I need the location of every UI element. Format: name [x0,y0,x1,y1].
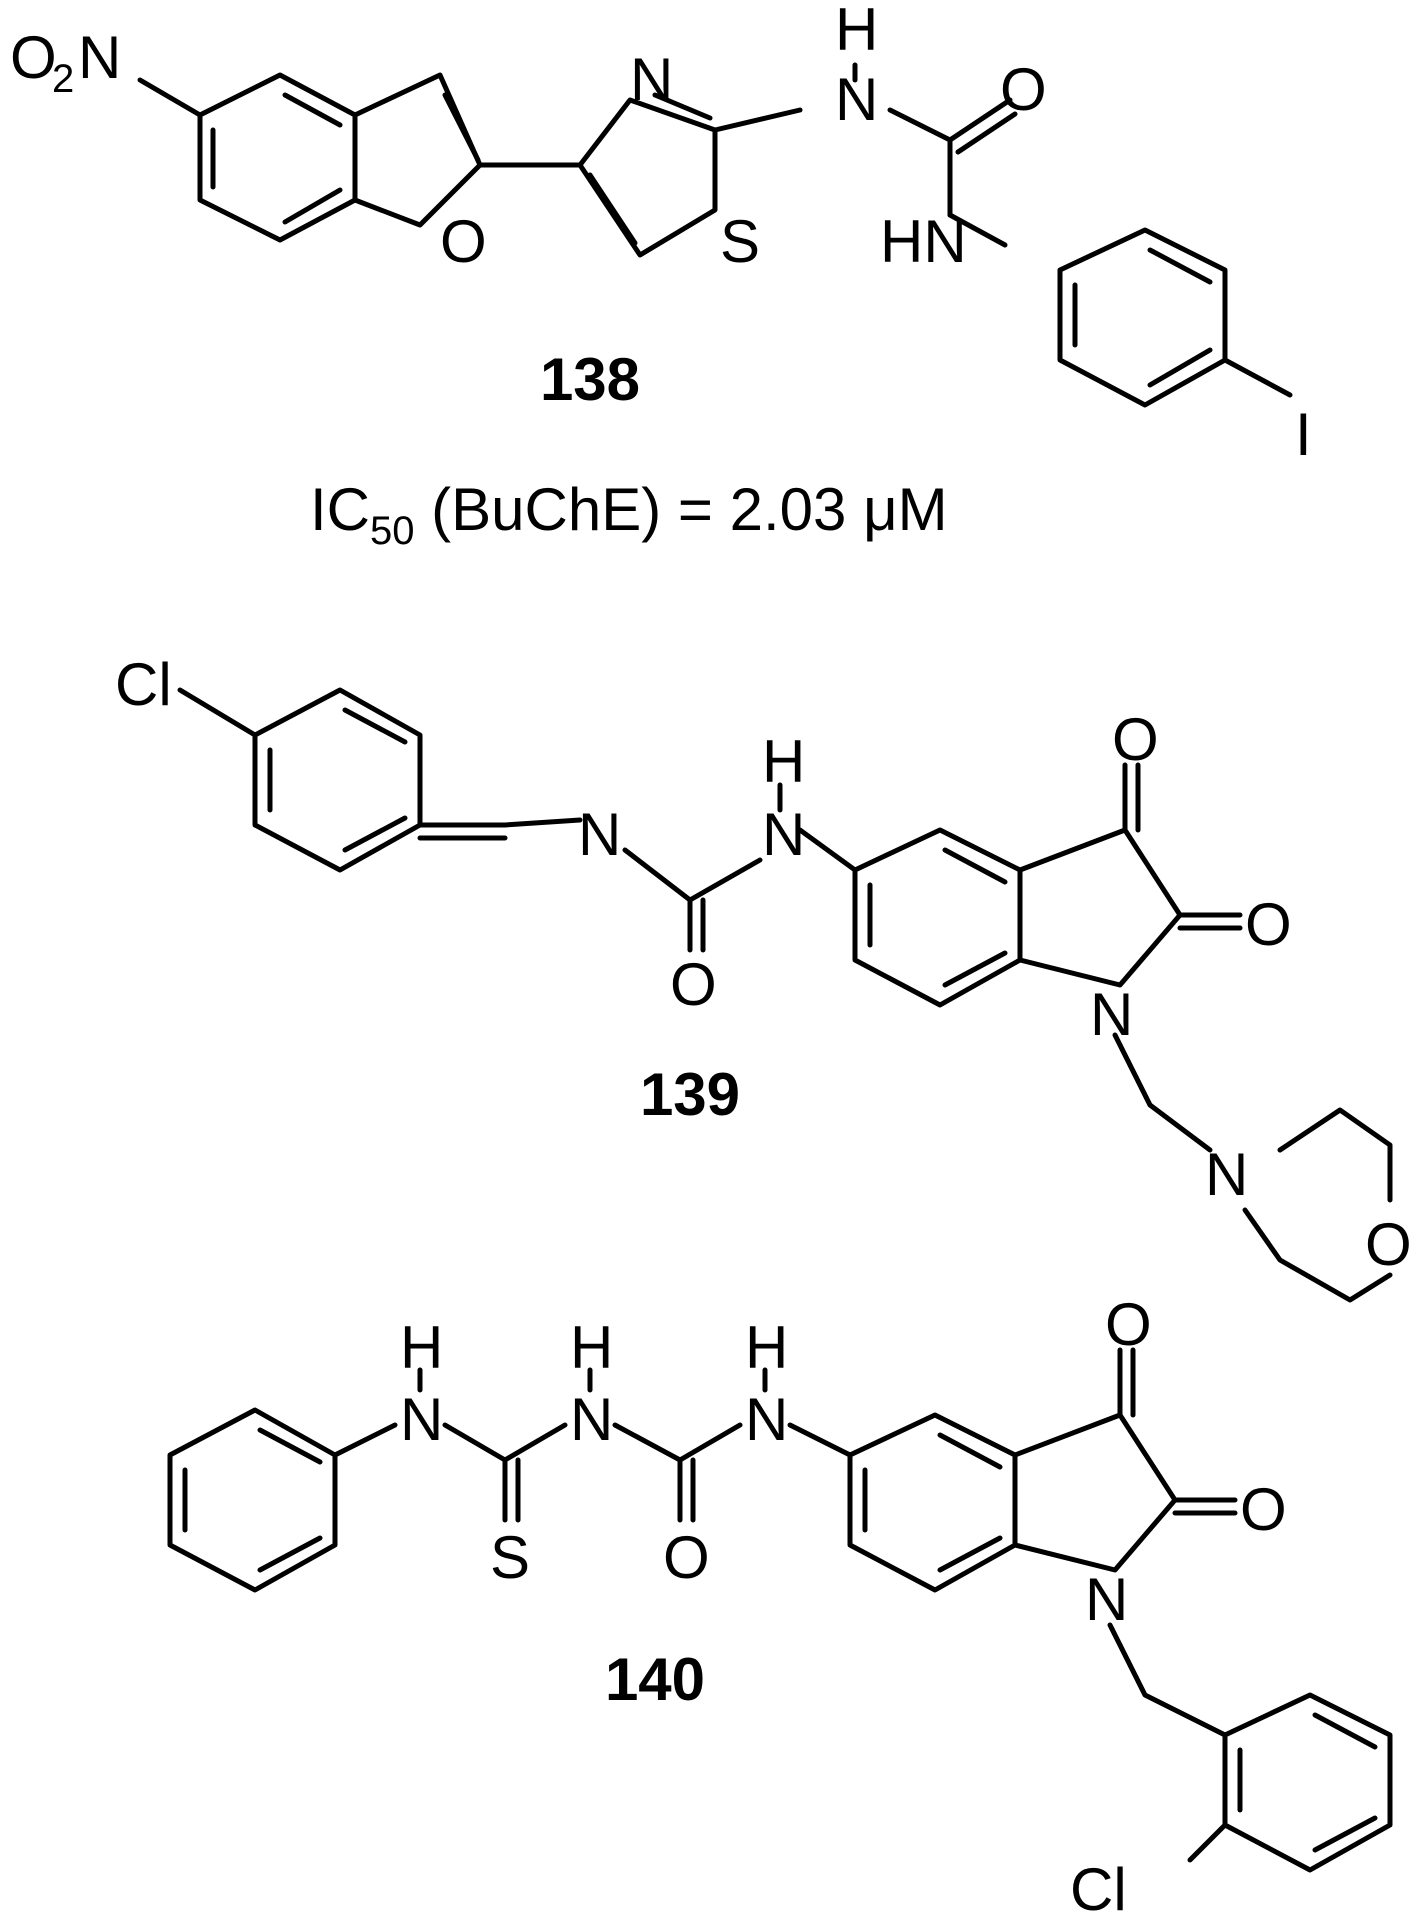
activity-rest: (BuChE) = 2.03 μM [415,476,948,543]
atom-hn2: HN [880,208,967,275]
atom-carbonyl-o: O [670,951,717,1018]
compound-number-139: 139 [640,1061,740,1128]
atom-keto-o1: O [1105,1291,1152,1358]
atom-nh1-h: H [835,0,878,63]
atom-thiazole-s: S [720,208,760,275]
activity-label: IC50 (BuChE) = 2.03 μM [310,476,948,553]
compound-139: Cl N O H N O O N N O 139 [115,651,1412,1303]
compound-number-138: 138 [540,346,640,413]
compound-140-bonds [167,1347,1393,1873]
atom-morpholine-o: O [1365,1211,1412,1278]
atom-iodo: I [1295,401,1312,468]
atom-nh-h: H [762,728,805,795]
atom-carbonyl-o: O [663,1524,710,1591]
atom-nh3-h: H [745,1314,788,1381]
atom-nh-n: N [762,801,805,868]
atom-keto-o1: O [1112,706,1159,773]
compound-138: O 2 N O N S H N O HN I 138 IC50 (BuChE) … [10,0,1312,553]
compound-138-bonds [137,62,1293,408]
atom-indole-n: N [1085,1566,1128,1633]
atom-morpholine-n: N [1205,1141,1248,1208]
atom-nh1-h: H [400,1314,443,1381]
compound-139-bonds [177,687,1393,1303]
atom-furan-o: O [440,208,487,275]
activity-subscript: 50 [370,509,415,553]
atom-keto-o2: O [1240,1476,1287,1543]
compound-140: H N H N H N S O O O N Cl 140 [167,1291,1393,1920]
atom-o2-subscript: 2 [52,57,74,101]
atom-nitro-n: N [78,24,121,91]
atom-imine-n: N [578,801,621,868]
atom-cl: Cl [1070,1856,1127,1920]
atom-thio-s: S [490,1524,530,1591]
atom-nh1-n: N [400,1386,443,1453]
atom-cl: Cl [115,651,172,718]
atom-nh2-n: N [570,1386,613,1453]
atom-thiazole-n: N [630,46,673,113]
compound-number-140: 140 [605,1646,705,1713]
atom-indole-n: N [1090,981,1133,1048]
atom-keto-o2: O [1245,891,1292,958]
atom-o2: O [10,24,57,91]
atom-nh1-n: N [835,66,878,133]
atom-nh2-h: H [570,1314,613,1381]
atom-carbonyl-o: O [1000,56,1047,123]
activity-prefix: IC [310,476,370,543]
atom-nh3-n: N [745,1386,788,1453]
